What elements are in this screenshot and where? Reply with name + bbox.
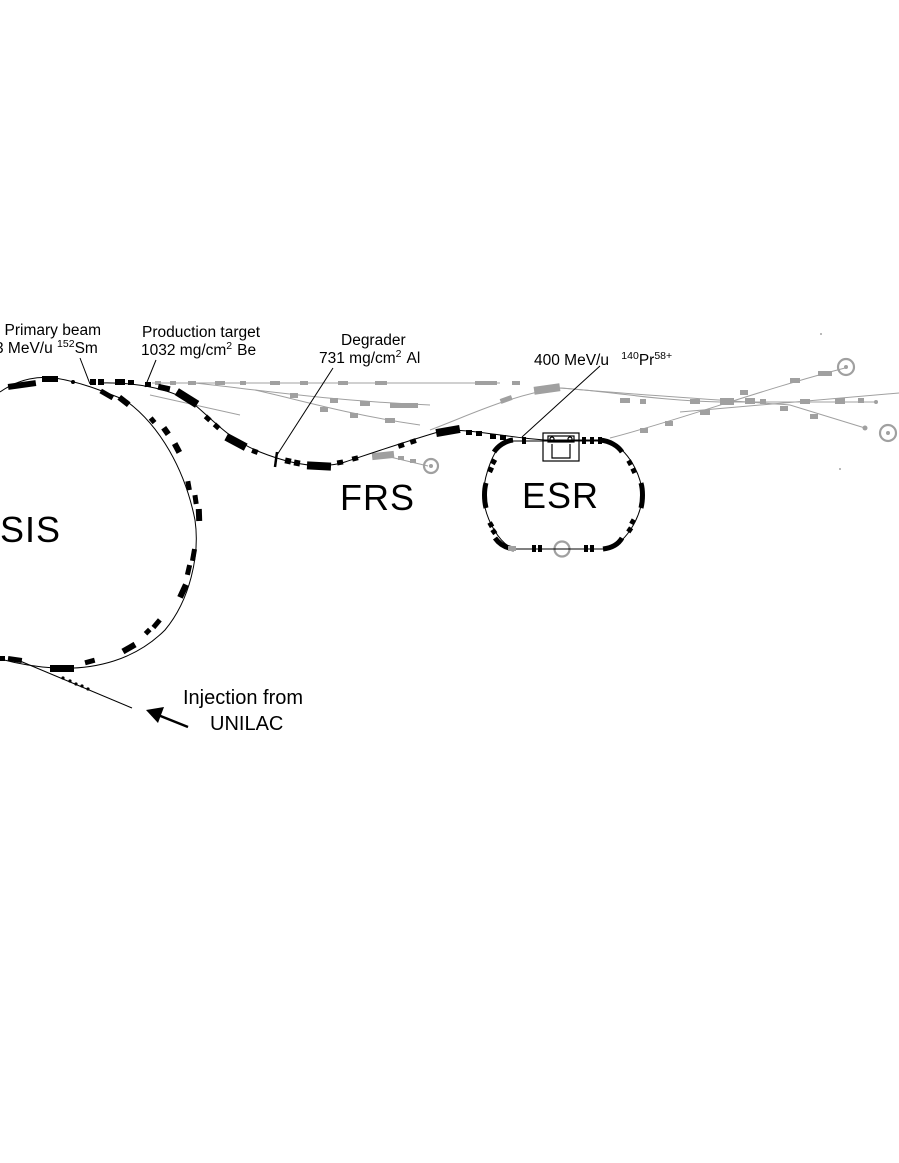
electron-cooler-icon <box>542 432 580 462</box>
esr-beam-mass: 140 <box>621 350 639 362</box>
frs-label: FRS <box>340 477 415 518</box>
production-target-material: Be <box>237 342 256 359</box>
degrader-line1: Degrader <box>341 332 406 349</box>
sis-magnets <box>0 376 203 672</box>
production-target-line1: Production target <box>142 324 261 341</box>
esr-label: ESR <box>522 475 599 516</box>
degrader-marker <box>273 451 279 468</box>
injection-label: Injection from UNILAC <box>183 687 303 735</box>
esr-beam-symbol: Pr <box>639 352 655 369</box>
leader-lines <box>79 357 601 456</box>
degrader-exponent: 2 <box>396 348 402 360</box>
sis-label: SIS <box>0 509 61 550</box>
degrader-label: Degrader 731 mg/cm2 Al <box>319 332 420 367</box>
main-beamline-magnets <box>90 379 506 471</box>
svg-text:3 MeV/u 152Sm: 3 MeV/u 152Sm <box>0 338 98 357</box>
stray-dot <box>839 468 841 470</box>
primary-beam-mass: 152 <box>57 338 75 350</box>
injection-line2: UNILAC <box>210 713 283 735</box>
arrow-icon <box>146 707 189 729</box>
stray-dot <box>820 333 822 335</box>
esr-magnets <box>482 437 645 552</box>
beam-dump-icon <box>422 357 898 558</box>
production-target-label: Production target 1032 mg/cm2 Be <box>141 324 261 359</box>
production-target-exponent: 2 <box>226 340 232 352</box>
primary-beam-line1: Primary beam <box>5 322 101 339</box>
primary-beam-isotope: Sm <box>75 340 98 357</box>
production-target-thickness: 1032 mg/cm <box>141 342 226 359</box>
degrader-thickness: 731 mg/cm <box>319 350 396 367</box>
secondary-magnets <box>155 371 878 463</box>
injection-beamline <box>19 660 133 709</box>
primary-beam-label: Primary beam 3 MeV/u 152Sm <box>0 322 101 357</box>
esr-beam-charge: 58+ <box>654 350 672 362</box>
injection-line1: Injection from <box>183 687 303 709</box>
degrader-material: Al <box>407 350 421 367</box>
secondary-beamlines <box>149 367 899 467</box>
esr-beam-energy: 400 MeV/u <box>534 352 613 369</box>
esr-beam-label: 400 MeV/u 140Pr58+ <box>534 350 672 369</box>
primary-beam-energy: 3 MeV/u <box>0 340 57 357</box>
esr-grey-block <box>508 546 516 551</box>
svg-text:400 MeV/u 140Pr58+: 400 MeV/u 140Pr58+ <box>534 350 672 369</box>
